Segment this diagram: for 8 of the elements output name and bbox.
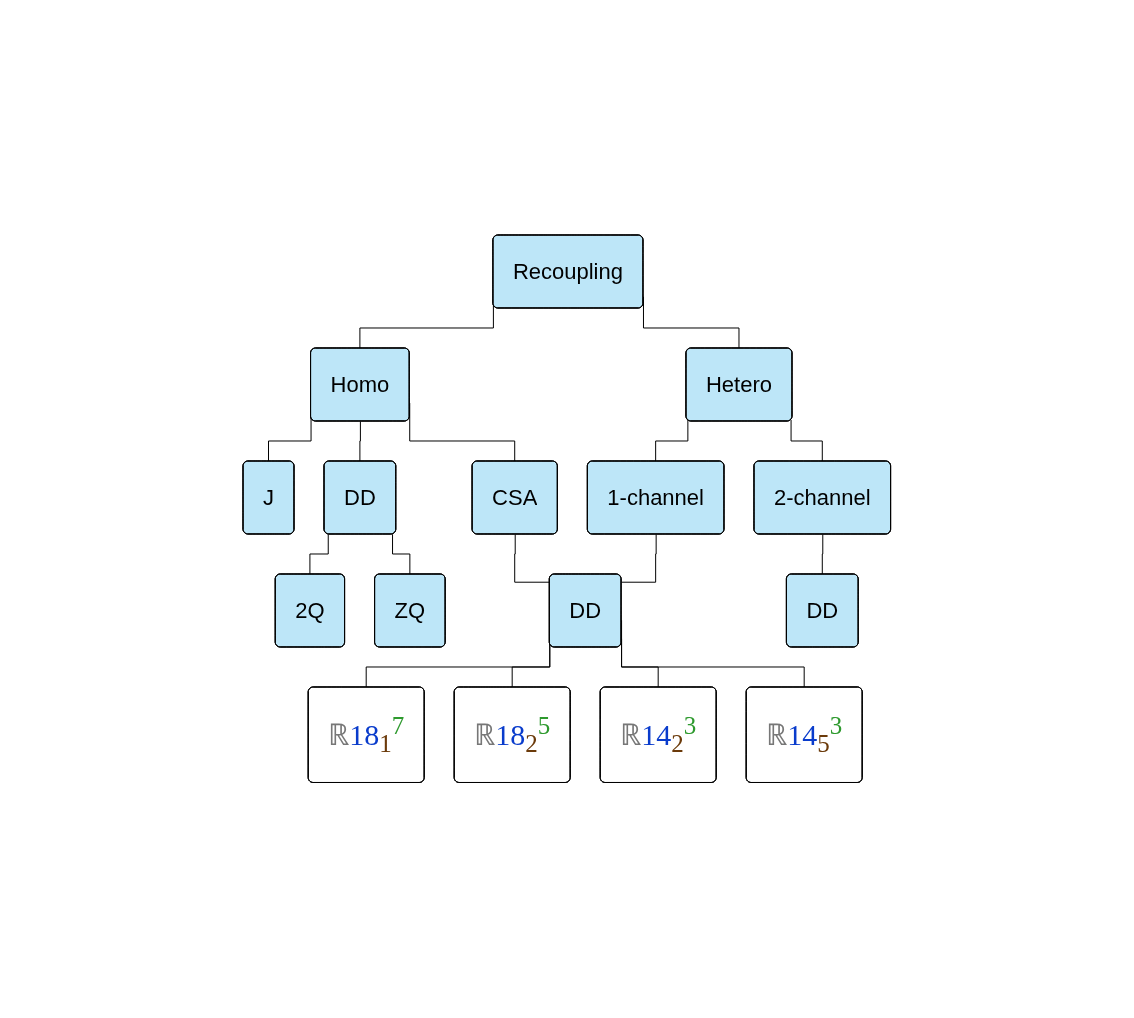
connector <box>790 419 824 463</box>
connector <box>359 421 362 463</box>
connector <box>822 534 824 576</box>
connector <box>392 534 412 576</box>
connector <box>621 534 657 583</box>
connector <box>655 419 689 463</box>
connector <box>514 534 551 583</box>
connector <box>309 534 329 576</box>
